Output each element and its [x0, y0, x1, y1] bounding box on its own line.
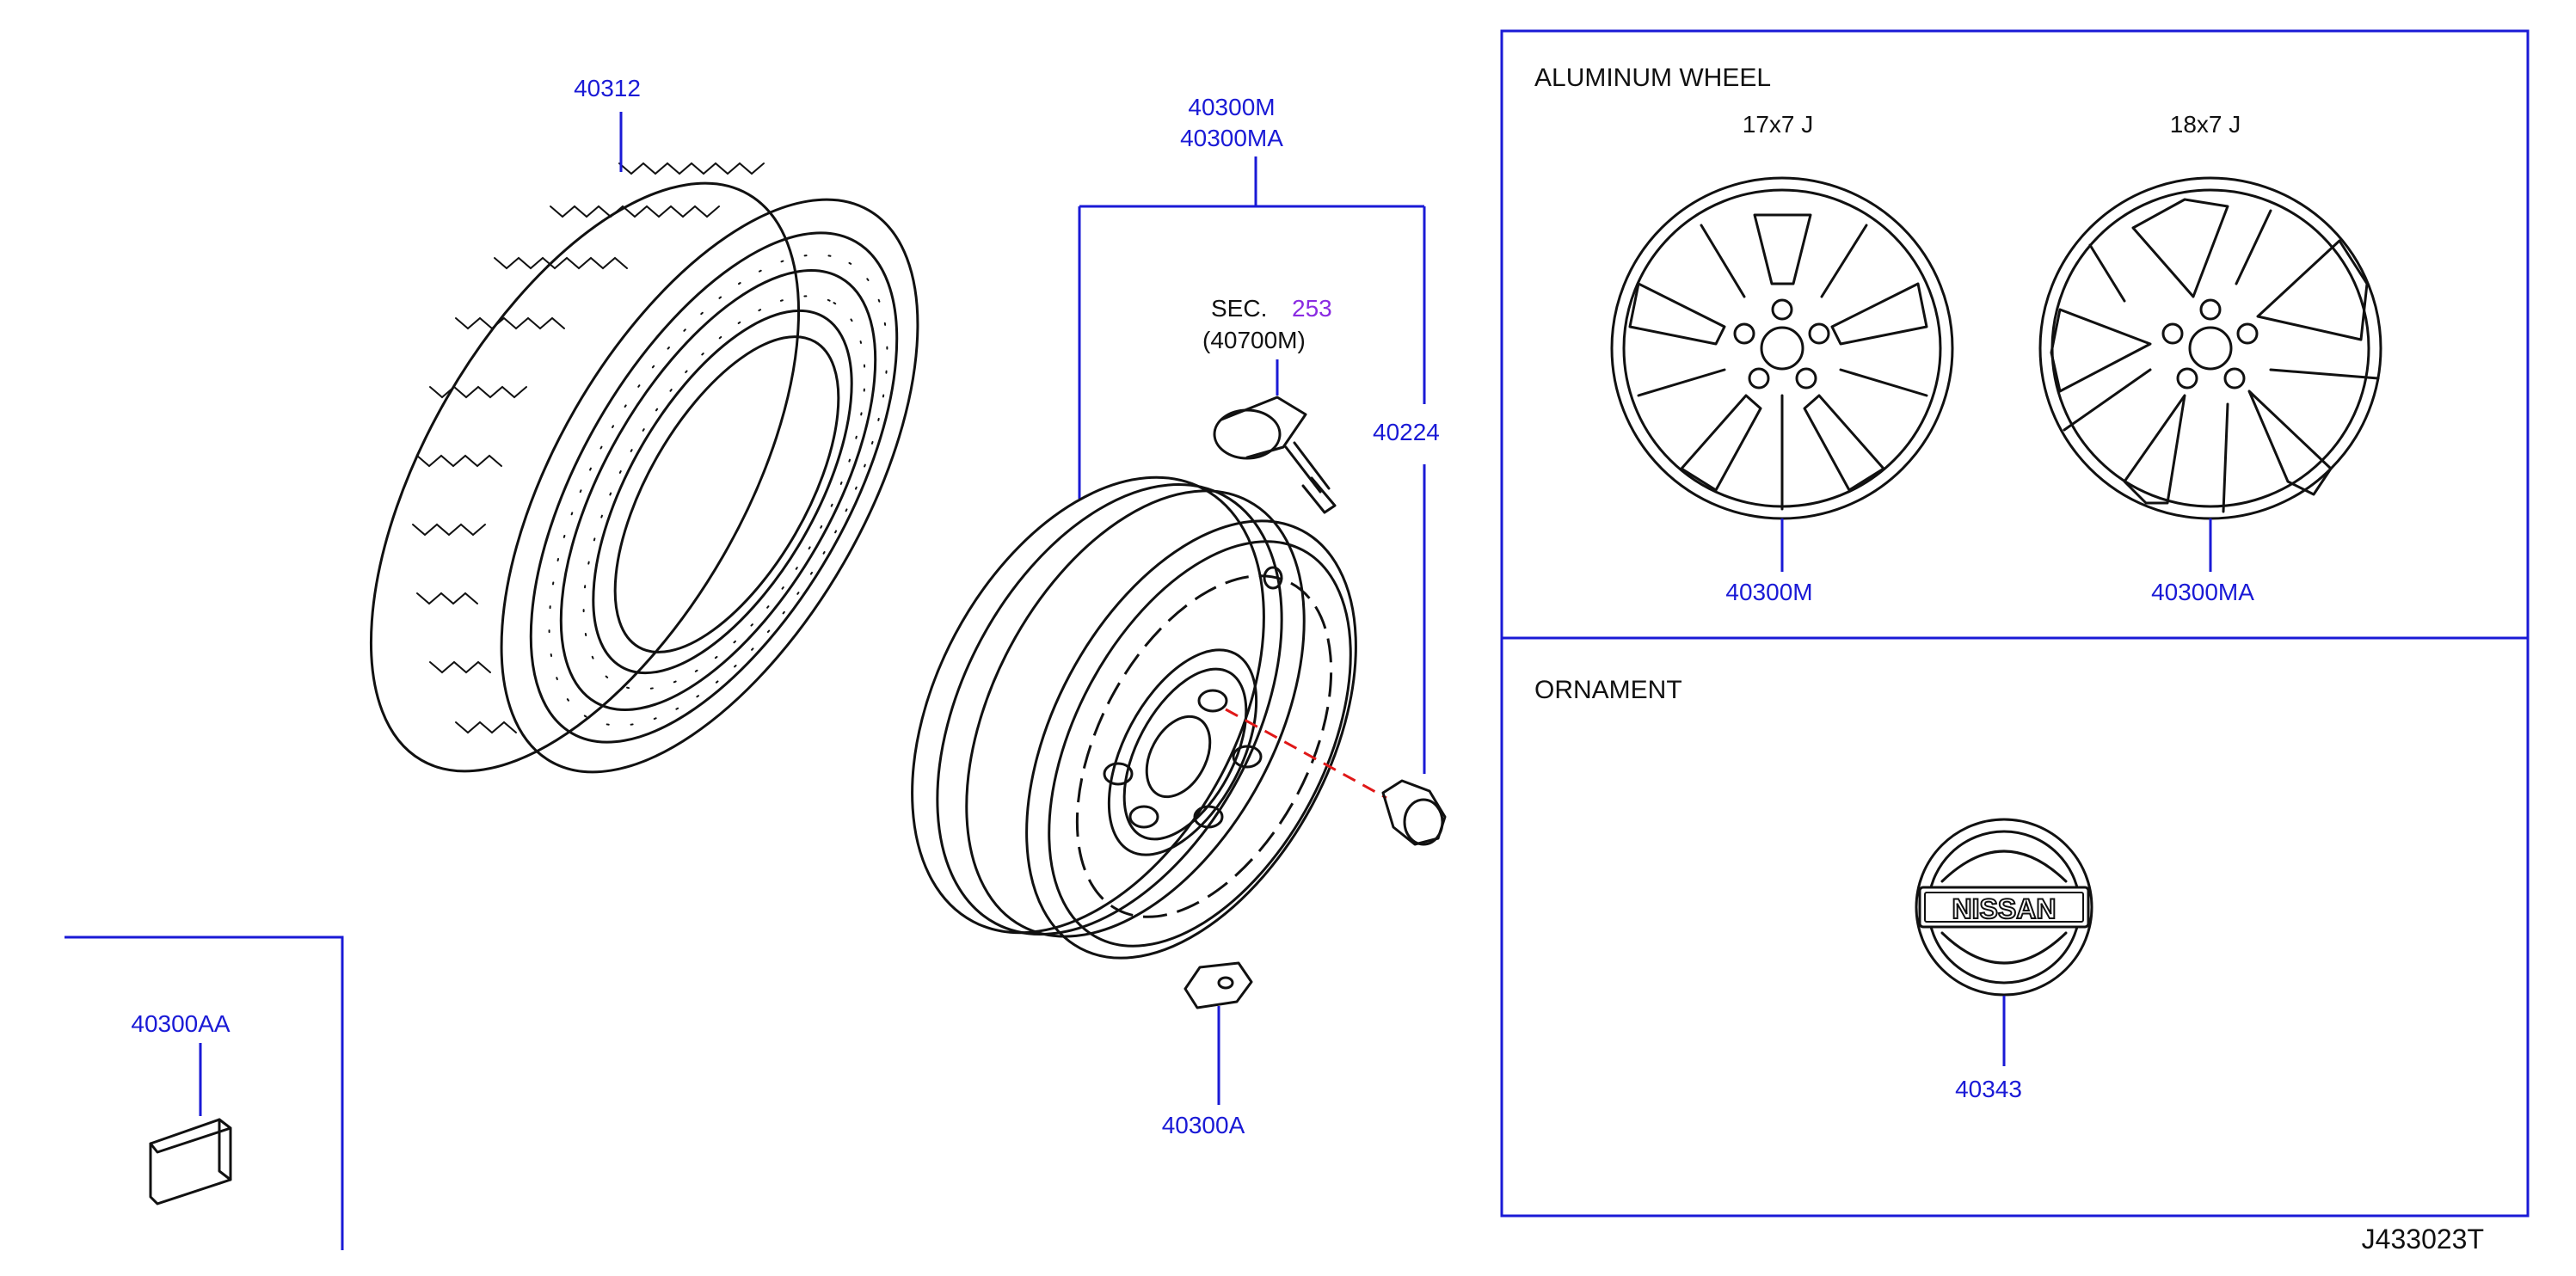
aluminum-wheel-17-illustration — [1610, 176, 1954, 520]
balance-weight-clip-illustration — [1183, 961, 1253, 1009]
nissan-logo-text: NISSAN — [1952, 893, 2056, 924]
wheel-17-part-number[interactable]: 40300M — [1725, 579, 1812, 605]
steel-wheel-illustration — [911, 475, 1357, 960]
lug-axis-line — [1225, 708, 1387, 800]
adhesive-weight-illustration — [149, 1118, 232, 1205]
wheel-bracket-lines — [1078, 156, 1426, 774]
ornament-section-title: ORNAMENT — [1534, 676, 1682, 704]
lug-nut-illustration — [1381, 779, 1447, 846]
tire-part-number[interactable]: 40312 — [574, 75, 641, 101]
wheel-18-part-number[interactable]: 40300MA — [2151, 579, 2254, 605]
ornament-part-number[interactable]: 40343 — [1955, 1076, 2022, 1102]
weight-aa-bracket — [65, 936, 344, 1250]
weight-aa-part-number[interactable]: 40300AA — [131, 1010, 231, 1037]
nut-part-number[interactable]: 40224 — [1373, 419, 1440, 445]
aluminum-section-title: ALUMINUM WHEEL — [1534, 64, 1771, 92]
wheel-17-size-label: 17x7 J — [1743, 111, 1814, 138]
aluminum-wheel-18-illustration — [2038, 176, 2382, 520]
center-cap-illustration: NISSAN — [1915, 818, 2093, 997]
tpms-sensor-illustration — [1213, 396, 1337, 514]
variants-frame — [1500, 29, 2530, 1218]
wheel-part-number-m[interactable]: 40300M — [1188, 94, 1275, 120]
sensor-part-reference: (40700M) — [1202, 327, 1306, 353]
diagram-id: J433023T — [2362, 1224, 2484, 1255]
section-label: SEC. — [1211, 295, 1267, 322]
wheel-part-number-ma[interactable]: 40300MA — [1180, 125, 1283, 151]
tire-illustration — [369, 162, 919, 774]
wheel-18-size-label: 18x7 J — [2170, 111, 2241, 138]
weight-a-part-number[interactable]: 40300A — [1162, 1112, 1245, 1138]
section-number-link[interactable]: 253 — [1292, 295, 1332, 322]
